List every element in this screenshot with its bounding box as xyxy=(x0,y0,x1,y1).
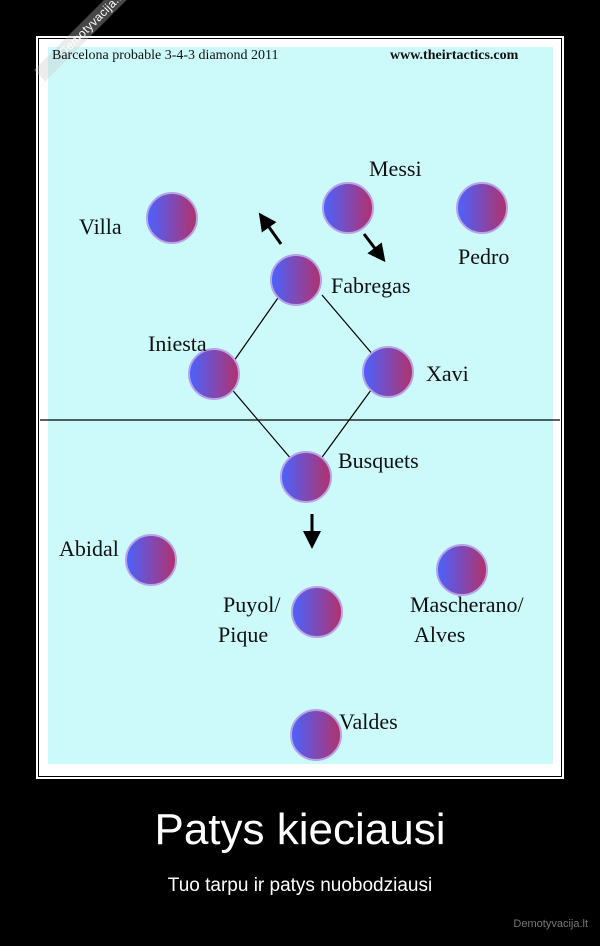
source-site: www.theirtactics.com xyxy=(390,48,519,63)
label-puyol: Puyol/ xyxy=(223,592,281,617)
diagram-title: Barcelona probable 3-4-3 diamond 2011 xyxy=(52,48,279,63)
label-busquets: Busquets xyxy=(338,448,419,473)
label-messi: Messi xyxy=(369,156,422,181)
caption-title: Patys kieciausi xyxy=(154,805,446,854)
label-mascherano: Mascherano/ xyxy=(410,592,524,617)
player-dot-mascherano-alves xyxy=(436,544,488,596)
movement-arrows xyxy=(258,212,386,549)
player-dot-fabregas xyxy=(270,254,322,306)
label-iniesta: Iniesta xyxy=(148,331,207,356)
diamond-lines xyxy=(228,294,375,461)
site-credit-link[interactable]: Demotyvacija.lt xyxy=(513,918,588,930)
label-xavi: Xavi xyxy=(426,361,469,386)
player-dot-puyol-pique xyxy=(291,586,343,638)
label-valdes: Valdes xyxy=(339,709,398,734)
caption-subtitle: Tuo tarpu ir patys nuobodziausi xyxy=(167,875,433,896)
player-dot-messi xyxy=(322,182,374,234)
label-pedro: Pedro xyxy=(458,244,510,269)
label-pique: Pique xyxy=(218,622,269,647)
player-dot-abidal xyxy=(125,534,177,586)
player-dot-villa xyxy=(146,192,198,244)
pitch xyxy=(48,47,553,764)
arrow-down-right xyxy=(362,233,386,263)
link-xavi-busquets xyxy=(319,385,375,461)
player-dot-xavi xyxy=(362,346,414,398)
player-dot-iniesta xyxy=(188,348,240,400)
players xyxy=(125,182,508,761)
link-fabregas-xavi xyxy=(321,294,375,357)
label-abidal: Abidal xyxy=(59,536,119,561)
label-villa: Villa xyxy=(79,214,122,239)
link-iniesta-busquets xyxy=(228,385,293,461)
label-alves: Alves xyxy=(414,622,466,647)
player-dot-busquets xyxy=(280,451,332,503)
player-dot-valdes xyxy=(290,709,342,761)
player-dot-pedro xyxy=(456,182,508,234)
arrow-up-left xyxy=(258,212,283,245)
link-fabregas-iniesta xyxy=(228,294,281,369)
label-fabregas: Fabregas xyxy=(331,273,411,298)
